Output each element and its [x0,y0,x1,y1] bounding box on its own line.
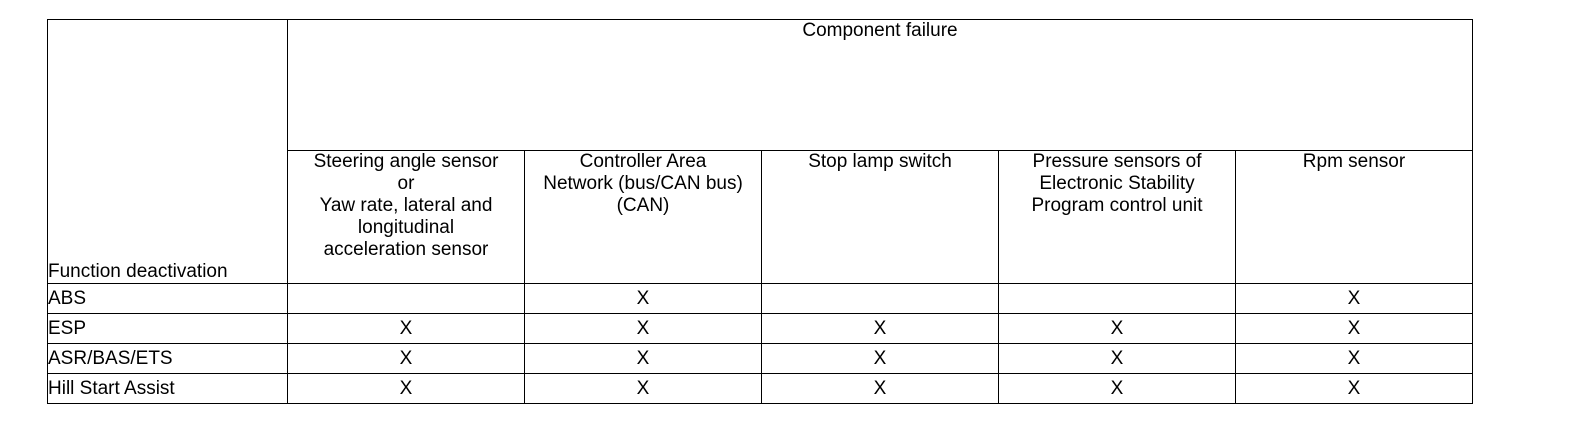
failure-mark: X [1235,343,1473,374]
table-row: ESP X X X X X [47,313,1473,344]
failure-mark [761,283,999,314]
table-row: ABS X X [47,283,1473,314]
failure-mark: X [287,343,525,374]
failure-mark: X [998,343,1236,374]
failure-mark: X [287,373,525,404]
column-header-steering-angle-sensor: Steering angle sensor or Yaw rate, later… [287,150,525,284]
failure-mark: X [524,343,762,374]
failure-mark: X [287,313,525,344]
failure-mark: X [761,313,999,344]
failure-mark [287,283,525,314]
failure-mark: X [998,313,1236,344]
function-name: ASR/BAS/ETS [47,343,288,374]
failure-mark [998,283,1236,314]
header-row-components: Steering angle sensor or Yaw rate, later… [48,150,1473,284]
header-row-top: Function deactivation Component failure [47,19,1473,284]
failure-mark: X [761,343,999,374]
function-deactivation-header: Function deactivation [47,19,288,284]
table-row: Hill Start Assist X X X X X [47,373,1473,404]
function-deactivation-table: Function deactivation Component failure … [47,19,1473,404]
failure-mark: X [524,313,762,344]
failure-mark: X [524,373,762,404]
function-name: ESP [47,313,288,344]
column-header-rpm-sensor: Rpm sensor [1235,150,1473,284]
failure-mark: X [1235,313,1473,344]
failure-mark: X [761,373,999,404]
failure-mark: X [1235,283,1473,314]
failure-mark: X [524,283,762,314]
column-header-pressure-sensors: Pressure sensors of Electronic Stability… [998,150,1236,284]
component-failure-header: Component failure [287,19,1473,151]
failure-mark: X [1235,373,1473,404]
failure-mark: X [998,373,1236,404]
function-name: ABS [47,283,288,314]
function-name: Hill Start Assist [47,373,288,404]
column-header-stop-lamp-switch: Stop lamp switch [761,150,999,284]
table-row: ASR/BAS/ETS X X X X X [47,343,1473,374]
column-header-can-bus: Controller Area Network (bus/CAN bus) (C… [524,150,762,284]
